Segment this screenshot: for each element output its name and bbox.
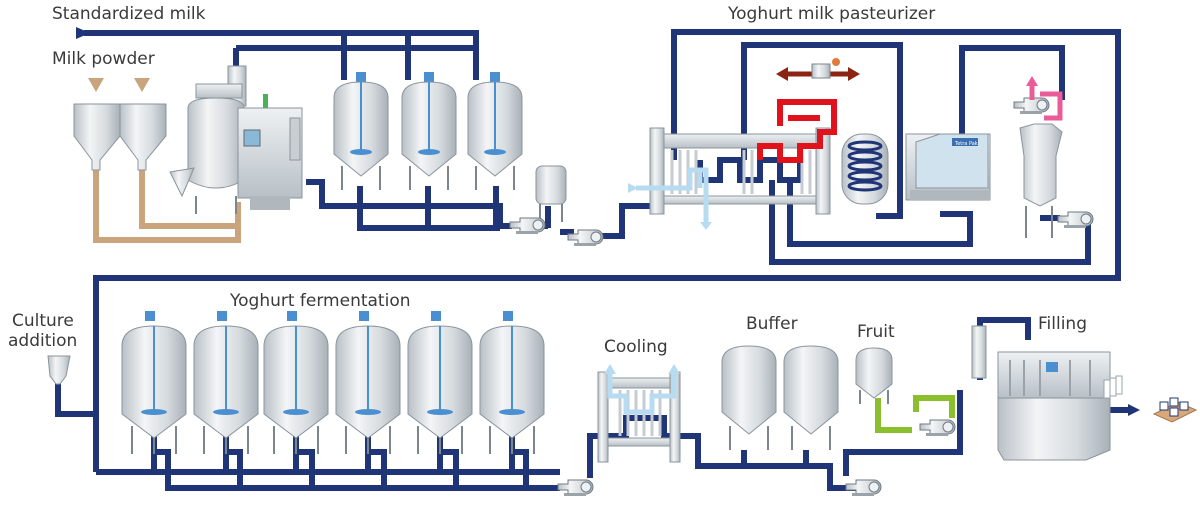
label-standardized-milk: Standardized milk	[52, 4, 206, 24]
steam-line	[776, 58, 860, 81]
fruit-line	[875, 395, 955, 433]
powder-line	[93, 170, 241, 243]
hot-water-circuit	[757, 99, 837, 163]
label-fermentation: Yoghurt fermentation	[230, 291, 411, 311]
fruit-tank	[855, 347, 893, 404]
label-pasteurizer: Yoghurt milk pasteurizer	[728, 4, 936, 24]
finished-cups-tray	[1152, 397, 1198, 423]
powder-silo-1	[73, 103, 121, 171]
buffer-outlet-pump	[845, 479, 882, 497]
vapour-outlet	[1029, 84, 1063, 121]
vacuum-pump	[1013, 97, 1050, 115]
ice-water-circuit	[607, 372, 677, 415]
powder-mixing-unit	[169, 65, 303, 214]
brand-label: Tetra Pak	[954, 141, 978, 147]
label-filling: Filling	[1038, 314, 1087, 334]
deaerator	[1019, 123, 1063, 238]
label-cooling: Cooling	[604, 337, 668, 357]
label-milk-powder: Milk powder	[52, 49, 155, 69]
fermentation-tanks	[121, 310, 545, 455]
label-fruit: Fruit	[857, 322, 895, 342]
deaerator-pump	[1057, 211, 1094, 229]
pasteurizer-cooling-water	[636, 167, 709, 222]
filling-machine	[971, 325, 1123, 461]
product-line	[55, 29, 1128, 491]
feed-pump	[509, 217, 546, 235]
fermentation-outlet-pump	[557, 479, 594, 497]
holding-tube	[841, 133, 889, 205]
label-culture: Culture	[12, 311, 74, 331]
buffer-tanks	[721, 345, 839, 451]
powder-silo-2	[119, 103, 167, 171]
fruit-dosing-pump	[919, 419, 956, 437]
culture-dosing-tank	[47, 355, 71, 385]
homogenizer: Tetra Pak	[905, 133, 991, 201]
label-buffer: Buffer	[746, 314, 798, 334]
label-addition: addition	[8, 331, 78, 351]
milk-storage-tanks	[333, 71, 523, 191]
